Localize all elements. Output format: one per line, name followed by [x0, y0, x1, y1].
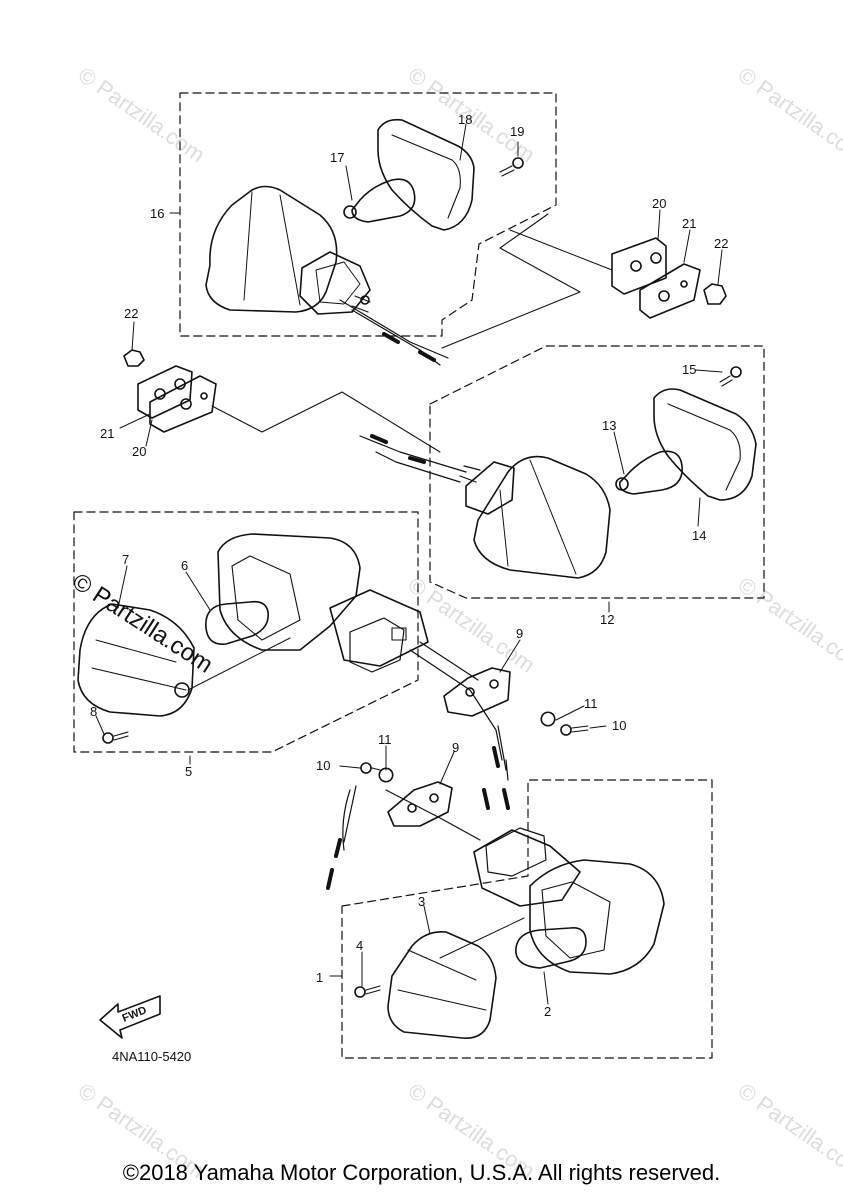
- washer-11-upper: [540, 711, 556, 727]
- callout-22-left: 22: [124, 306, 138, 321]
- bracket-9-upper: [443, 667, 511, 717]
- frame-1: [341, 779, 713, 1059]
- callout-6: 6: [181, 558, 188, 573]
- bulb-6: [205, 600, 269, 645]
- callout-21-right: 21: [682, 216, 696, 231]
- bulb-2: [515, 926, 587, 969]
- callout-9-lower: 9: [452, 740, 459, 755]
- damper-20-right: [611, 237, 667, 295]
- nut-22-right: [703, 283, 727, 305]
- callout-1: 1: [316, 970, 323, 985]
- frame-5: [73, 511, 419, 753]
- callout-22-right: 22: [714, 236, 728, 251]
- assembly-5-rear-left-signal: [73, 511, 510, 810]
- callout-numbers: 1 2 3 4 5 6 7 8 9 9 10 10 11 11 12 13 14…: [90, 112, 728, 1019]
- callout-18: 18: [458, 112, 472, 127]
- leader-lines: [95, 123, 723, 1005]
- bracket-9-lower: [387, 781, 453, 827]
- copyright-notice: ©2018 Yamaha Motor Corporation, U.S.A. A…: [122, 1160, 721, 1185]
- lens-16: [205, 185, 338, 313]
- fwd-label: FWD: [121, 1004, 149, 1025]
- assembly-1-rear-right-signal: [341, 779, 713, 1059]
- housing-5: [217, 533, 361, 651]
- lens-3: [387, 930, 497, 1039]
- callout-17: 17: [330, 150, 344, 165]
- washer-11-lower: [378, 767, 394, 783]
- fwd-arrow-icon: FWD: [99, 995, 161, 1039]
- screw-4: [354, 986, 366, 998]
- bolt-10-lower: [360, 762, 372, 774]
- bolt-10-upper: [560, 724, 572, 736]
- callout-3: 3: [418, 894, 425, 909]
- screw-19: [512, 157, 524, 169]
- screw-8: [102, 732, 114, 744]
- rim-18: [377, 118, 475, 231]
- plate-21-right: [639, 263, 701, 319]
- callout-9-upper: 9: [516, 626, 523, 641]
- nut-22-left: [123, 349, 145, 367]
- plate-21-left: [149, 375, 217, 433]
- callout-5: 5: [185, 764, 192, 779]
- callout-11-left: 11: [378, 732, 392, 747]
- diagram-code: 4NA110-5420: [112, 1049, 192, 1064]
- callout-21-left: 21: [100, 426, 114, 441]
- callout-8: 8: [90, 704, 97, 719]
- bulb-13: [618, 450, 683, 495]
- callout-11-right: 11: [584, 696, 598, 711]
- bracket-9-upper-set: [443, 667, 589, 736]
- callout-10-left: 10: [316, 758, 330, 773]
- callout-16: 16: [150, 206, 164, 221]
- callout-12: 12: [600, 612, 614, 627]
- bulb-17: [351, 178, 416, 223]
- assembly-12-front-right-signal: [359, 345, 765, 599]
- callout-15: 15: [682, 362, 696, 377]
- damper-set-left: [123, 349, 441, 453]
- callout-19: 19: [510, 124, 524, 139]
- grommet-12: [465, 461, 515, 515]
- callout-2: 2: [544, 1004, 551, 1019]
- lens-12: [473, 455, 611, 579]
- callout-10-right: 10: [612, 718, 626, 733]
- screw-15: [730, 366, 742, 378]
- housing-1: [529, 859, 665, 975]
- callout-4: 4: [356, 938, 363, 953]
- frame-12: [429, 345, 765, 599]
- callout-20-left: 20: [132, 444, 146, 459]
- damper-set-right: [509, 229, 727, 319]
- callout-14: 14: [692, 528, 706, 543]
- callout-13: 13: [602, 418, 616, 433]
- rim-14: [653, 388, 757, 501]
- assembly-16-front-left-signal: [179, 92, 581, 366]
- callout-20-right: 20: [652, 196, 666, 211]
- bracket-9-lower-set: [326, 762, 481, 890]
- frame-16: [179, 92, 557, 337]
- callout-7: 7: [122, 552, 129, 567]
